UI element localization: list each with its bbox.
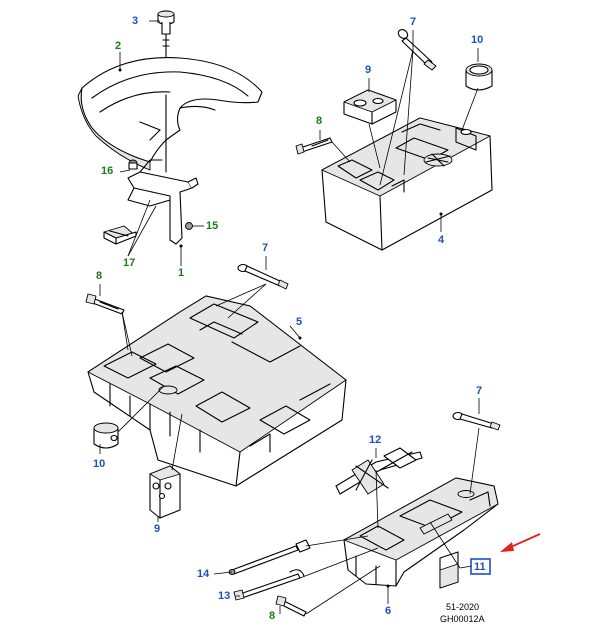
part-15-bolt <box>185 222 193 230</box>
part-9-sealant-kit-mid <box>149 465 181 519</box>
callout-9-top: 9 <box>365 64 372 76</box>
part-17-pad <box>103 225 137 245</box>
part-7-tow-eye-mid <box>237 263 289 290</box>
part-7-tow-eye-top <box>397 29 437 71</box>
callout-9-mid: 9 <box>154 523 161 535</box>
callout-12: 12 <box>369 434 382 446</box>
part-8-tool-top <box>295 137 333 155</box>
part-5-large-foam-tray <box>87 295 347 487</box>
callout-8-top: 8 <box>316 115 323 127</box>
callout-5: 5 <box>296 316 303 328</box>
callout-15: 15 <box>206 220 219 232</box>
callout-7-mid: 7 <box>262 242 269 254</box>
label-11-box <box>470 558 491 575</box>
callout-10-top: 10 <box>471 34 484 46</box>
part-9-sealant-kit-top <box>343 89 397 125</box>
callout-17: 17 <box>123 257 136 269</box>
callout-7-top: 7 <box>410 16 417 28</box>
part-4-foam-tray <box>321 117 493 251</box>
part-14-wheel-brace <box>228 539 311 575</box>
diagram-reference: GH00012A <box>440 614 485 624</box>
callout-13: 13 <box>218 590 231 602</box>
callout-8-bottom: 8 <box>269 610 276 622</box>
callout-8-mid: 8 <box>96 270 103 282</box>
part-6-jack-tray <box>343 477 499 587</box>
part-12-scissor-jack <box>335 447 423 495</box>
part-8-tool-bottom <box>275 595 307 617</box>
part-10-compressor-top <box>465 63 493 91</box>
callout-1: 1 <box>178 267 185 279</box>
leader-lines <box>99 20 480 615</box>
callout-6: 6 <box>385 605 392 617</box>
part-13-jack-handle <box>233 569 305 601</box>
part-7-tow-eye-bottom <box>452 411 501 431</box>
callout-2: 2 <box>115 40 122 52</box>
part-10-compressor-mid <box>93 422 119 449</box>
callout-10-mid: 10 <box>93 458 106 470</box>
part-2-spare-wheel-cover <box>77 57 263 171</box>
callout-14: 14 <box>197 568 210 580</box>
part-1-bracket <box>127 94 199 245</box>
callout-4: 4 <box>438 234 445 246</box>
part-16-nut <box>128 159 138 170</box>
callout-16: 16 <box>101 165 114 177</box>
diagram-code: 51-2020 <box>446 602 480 612</box>
part-8-tool-mid <box>85 293 125 315</box>
part-11-label <box>439 551 459 589</box>
callout-7-bottom: 7 <box>476 385 483 397</box>
callout-11: 11 <box>474 561 486 573</box>
red-arrow-icon <box>500 533 541 552</box>
callout-3: 3 <box>132 15 139 27</box>
